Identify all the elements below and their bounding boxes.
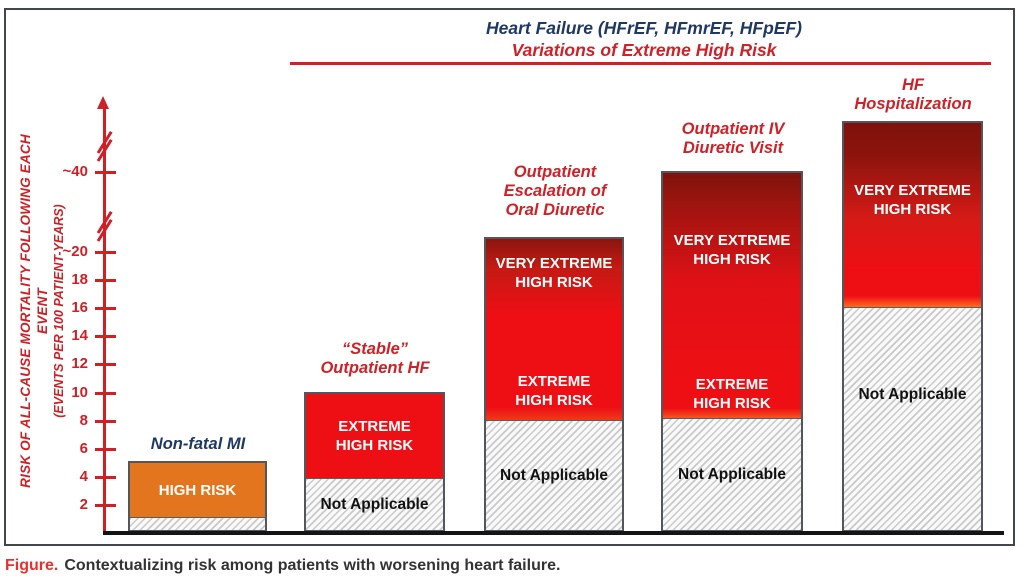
y-tick-label: 18 xyxy=(71,271,88,288)
figure-caption-prefix: Figure. xyxy=(5,557,59,574)
bar-segment-high-risk: HIGH RISK xyxy=(130,463,265,517)
y-tick xyxy=(95,448,116,451)
y-tick-label: 16 xyxy=(71,299,88,316)
bar-label-non-fatal-mi: Non-fatal MI xyxy=(150,435,246,453)
y-tick-label: ~20 xyxy=(62,243,88,260)
bar-outpatient-iv-diuretic: VERY EXTREME HIGH RISK EXTREME HIGH RISK… xyxy=(661,171,803,532)
y-tick-label: 14 xyxy=(71,327,88,344)
bar-segment-hatched xyxy=(130,517,265,530)
bar-stable-outpatient-hf: EXTREME HIGH RISK Not Applicable xyxy=(304,392,445,532)
y-tick-label: ~40 xyxy=(62,163,88,180)
x-axis-baseline xyxy=(103,531,1004,535)
figure-caption: Figure. Contextualizing risk among patien… xyxy=(5,557,1015,575)
y-tick-label: 2 xyxy=(79,496,88,513)
bar-segment-not-applicable: Not Applicable xyxy=(663,418,801,530)
y-tick xyxy=(95,504,116,507)
chart-title-line1: Heart Failure (HFrEF, HFmrEF, HFpEF) xyxy=(485,18,802,38)
y-tick xyxy=(95,363,116,366)
bar-segment-gradient-risk: VERY EXTREME HIGH RISK EXTREME HIGH RISK xyxy=(486,239,622,420)
y-tick xyxy=(95,279,116,282)
y-tick-label: 8 xyxy=(79,412,88,429)
bar-label-outpatient-escalation: Outpatient Escalation of Oral Diuretic xyxy=(503,163,607,219)
y-tick xyxy=(95,171,116,174)
bar-label-outpatient-iv-diuretic: Outpatient IV Diuretic Visit xyxy=(681,120,785,157)
bar-segment-not-applicable: Not Applicable xyxy=(486,420,622,530)
y-tick xyxy=(95,307,116,310)
y-tick-label: 12 xyxy=(71,355,88,372)
y-tick-label: 6 xyxy=(79,440,88,457)
y-tick xyxy=(95,392,116,395)
bar-segment-gradient-risk: VERY EXTREME HIGH RISK EXTREME HIGH RISK xyxy=(663,173,801,418)
bar-segment-extreme-high-risk: EXTREME HIGH RISK xyxy=(306,394,443,478)
y-tick-label: 4 xyxy=(79,468,88,485)
y-tick xyxy=(95,335,116,338)
bar-outpatient-escalation: VERY EXTREME HIGH RISK EXTREME HIGH RISK… xyxy=(484,237,624,532)
y-tick xyxy=(95,420,116,423)
bar-non-fatal-mi: HIGH RISK xyxy=(128,461,267,532)
bar-hf-hospitalization: VERY EXTREME HIGH RISK Not Applicable xyxy=(842,121,983,532)
bar-label-hf-hospitalization: HF Hospitalization xyxy=(854,76,972,113)
y-tick xyxy=(95,476,116,479)
y-axis-arrow-icon xyxy=(97,96,109,109)
y-tick-label: 10 xyxy=(71,384,88,401)
bar-segment-not-applicable: Not Applicable xyxy=(306,478,443,530)
title-underline xyxy=(290,62,991,65)
y-tick xyxy=(95,251,116,254)
bar-label-stable-outpatient-hf: “Stable” Outpatient HF xyxy=(320,340,430,377)
bar-segment-not-applicable: Not Applicable xyxy=(844,307,981,530)
y-axis-line xyxy=(103,108,106,532)
figure-caption-text: Contextualizing risk among patients with… xyxy=(64,557,561,574)
chart-title: Heart Failure (HFrEF, HFmrEF, HFpEF) Var… xyxy=(294,17,994,61)
bar-segment-very-extreme-high-risk: VERY EXTREME HIGH RISK xyxy=(844,123,981,307)
chart-title-line2: Variations of Extreme High Risk xyxy=(511,40,777,60)
